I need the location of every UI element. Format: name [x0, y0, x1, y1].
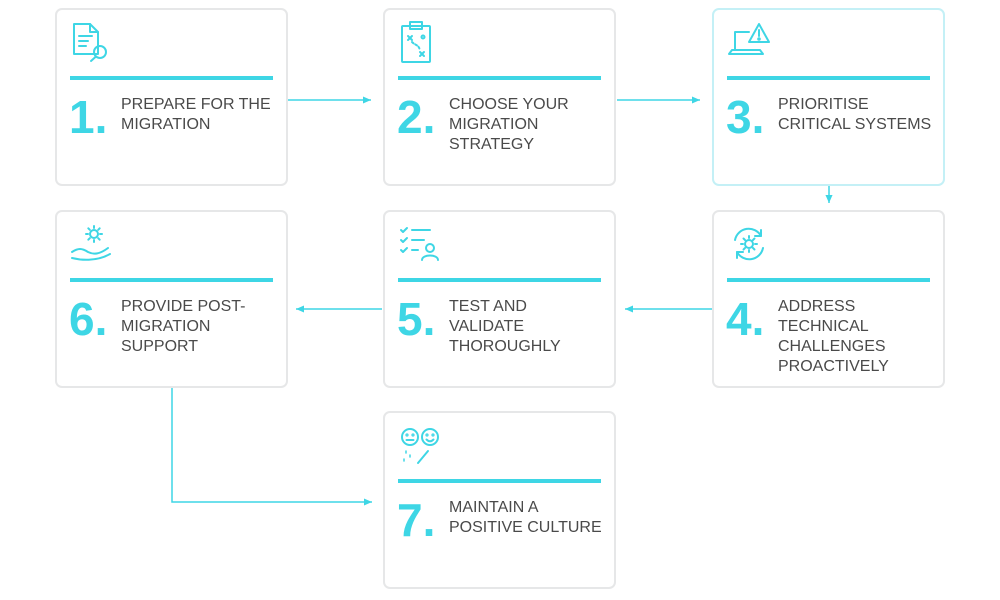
step-title: TEST AND VALIDATE THOROUGHLY	[449, 298, 561, 355]
step-card-4: 4. ADDRESS TECHNICAL CHALLENGES PROACTIV…	[712, 210, 945, 388]
step-card-1: 1. PREPARE FOR THE MIGRATION	[55, 8, 288, 186]
document-search-icon	[70, 20, 114, 64]
gear-refresh-icon	[727, 222, 771, 266]
step-title: PRIORITISE CRITICAL SYSTEMS	[778, 96, 932, 133]
step-title: PREPARE FOR THE MIGRATION	[121, 96, 271, 133]
step-number: 1.	[69, 91, 108, 143]
step-divider	[398, 278, 601, 282]
step-number: 5.	[397, 293, 436, 345]
step-number: 7.	[397, 494, 436, 546]
step-number: 3.	[726, 91, 765, 143]
step-divider	[727, 76, 930, 80]
step-divider	[727, 278, 930, 282]
step-title: CHOOSE YOUR MIGRATION STRATEGY	[449, 96, 569, 153]
step-card-2: 2. CHOOSE YOUR MIGRATION STRATEGY	[383, 8, 616, 186]
smiley-wand-icon	[398, 423, 442, 467]
step-divider	[398, 479, 601, 483]
step-divider	[70, 76, 273, 80]
step-card-5: 5. TEST AND VALIDATE THOROUGHLY	[383, 210, 616, 388]
clipboard-strategy-icon	[398, 20, 442, 64]
step-card-6: 6. PROVIDE POST-MIGRATION SUPPORT	[55, 210, 288, 388]
hand-gear-icon	[70, 222, 114, 266]
arrow-step6-to-step7	[171, 388, 372, 506]
step-title: MAINTAIN A POSITIVE CULTURE	[449, 499, 602, 536]
step-number: 6.	[69, 293, 108, 345]
step-number: 2.	[397, 91, 436, 143]
step-number: 4.	[726, 293, 765, 345]
step-divider	[70, 278, 273, 282]
step-card-3: 3. PRIORITISE CRITICAL SYSTEMS	[712, 8, 945, 186]
step-divider	[398, 76, 601, 80]
laptop-warning-icon	[727, 20, 771, 64]
step-title: PROVIDE POST-MIGRATION SUPPORT	[121, 298, 246, 355]
step-card-7: 7. MAINTAIN A POSITIVE CULTURE	[383, 411, 616, 589]
step-title: ADDRESS TECHNICAL CHALLENGES PROACTIVELY	[778, 298, 889, 375]
checklist-user-icon	[398, 222, 442, 266]
